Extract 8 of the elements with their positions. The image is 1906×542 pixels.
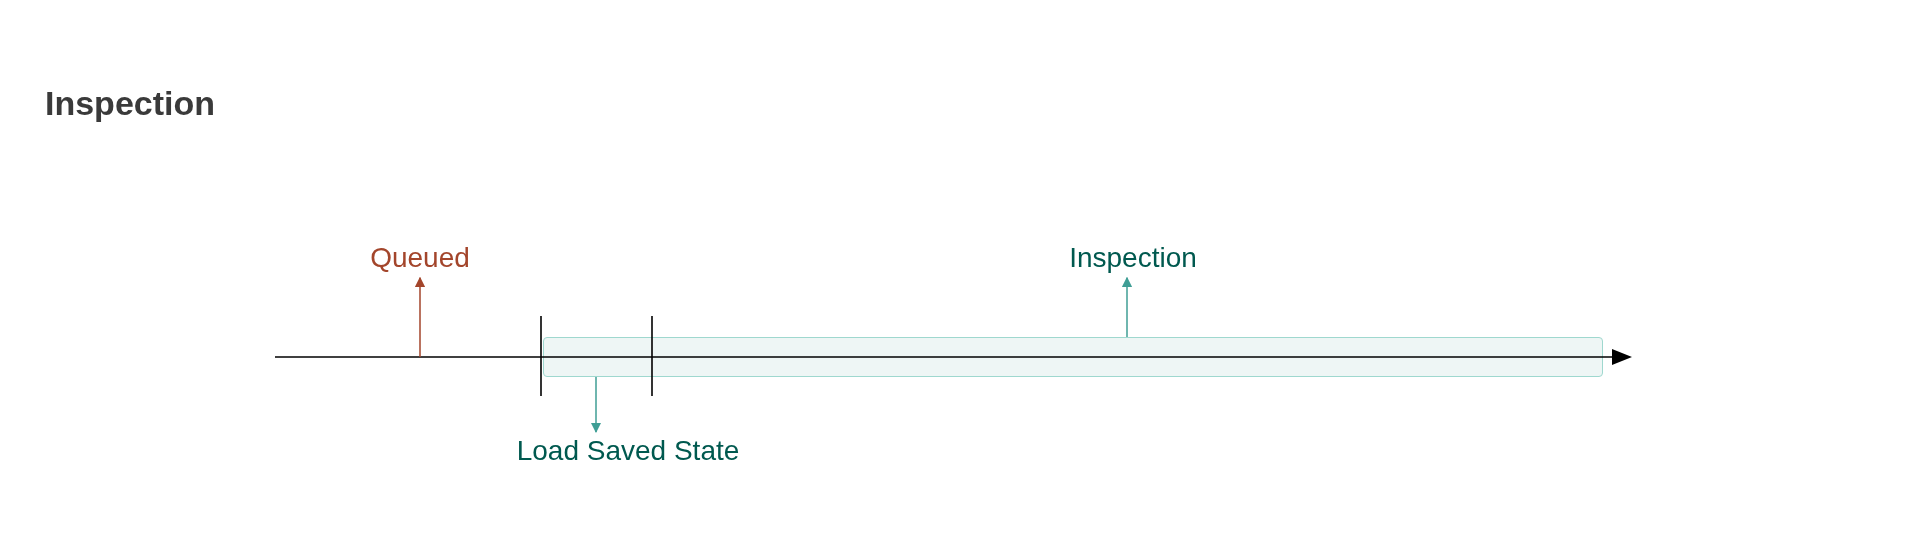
arrow <box>414 276 426 358</box>
event-label: Load Saved State <box>516 436 740 467</box>
title: Inspection <box>45 84 216 123</box>
event-label: Inspection <box>1069 243 1197 274</box>
time-span-bar <box>543 337 1603 377</box>
arrow <box>590 376 602 434</box>
event-label: Queued <box>370 243 470 274</box>
arrow <box>1121 276 1133 338</box>
